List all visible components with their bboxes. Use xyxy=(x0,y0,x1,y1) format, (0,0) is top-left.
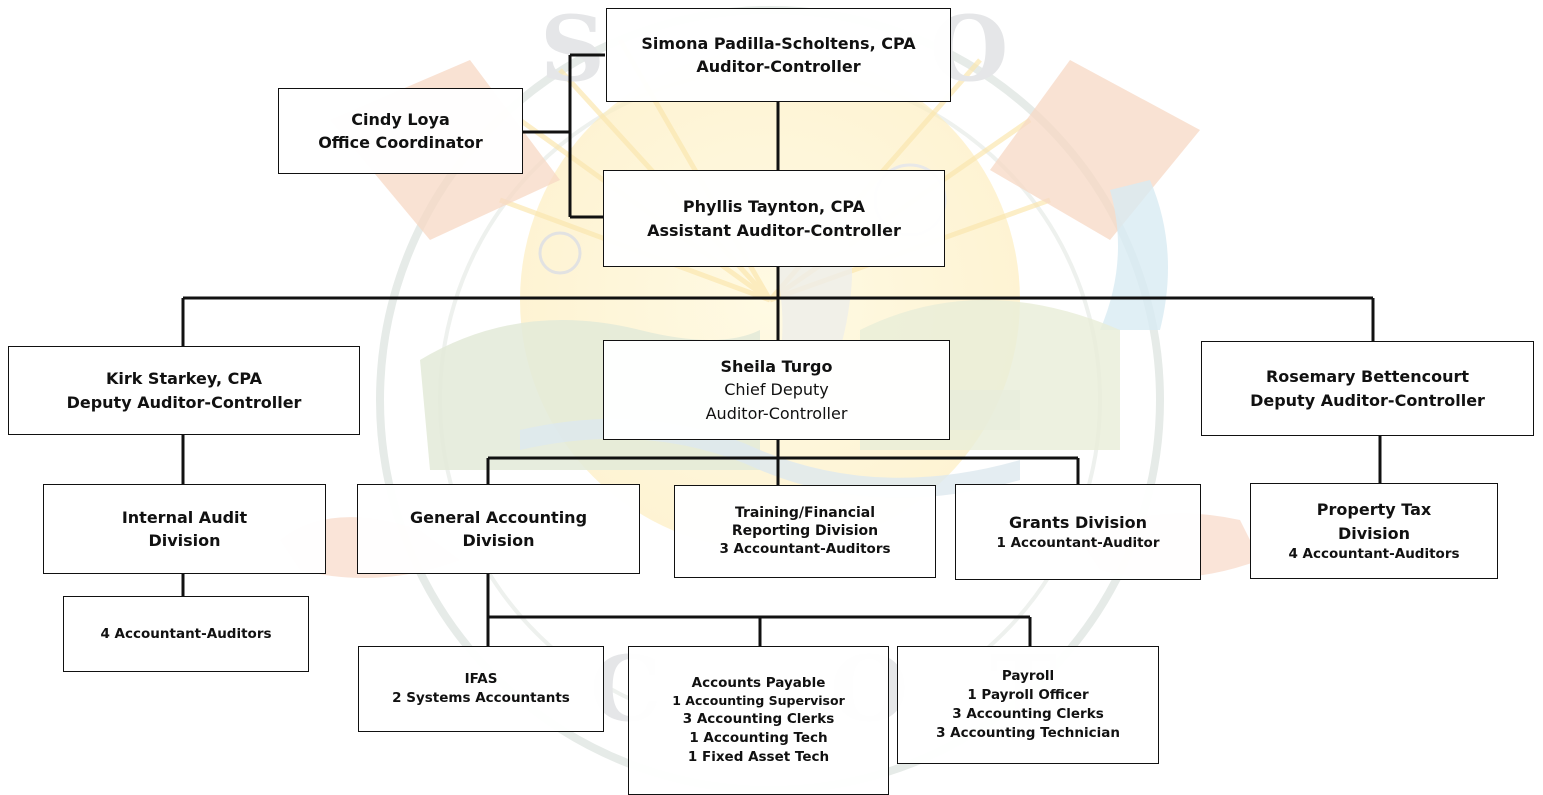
ifas-staff: 2 Systems Accountants xyxy=(392,690,570,706)
payroll-title: Payroll xyxy=(1001,668,1055,685)
chief-deputy-title1: Chief Deputy xyxy=(724,380,829,400)
auditor-controller-box: Simona Padilla-Scholtens, CPA Auditor-Co… xyxy=(606,8,951,102)
grants-division-box: Grants Division 1 Accountant-Auditor xyxy=(955,484,1201,580)
assistant-auditor-controller-box: Phyllis Taynton, CPA Assistant Auditor-C… xyxy=(603,170,945,267)
payroll-staff-2: 3 Accounting Clerks xyxy=(952,706,1104,722)
general-accounting-division-box: General Accounting Division xyxy=(357,484,640,574)
deputy-left-name: Kirk Starkey, CPA xyxy=(105,369,263,389)
chief-deputy-box: Sheila Turgo Chief Deputy Auditor-Contro… xyxy=(603,340,950,440)
office-coordinator-name: Cindy Loya xyxy=(351,109,450,129)
property-tax-division-box: Property Tax Division 4 Accountant-Audit… xyxy=(1250,483,1498,579)
deputy-left-title: Deputy Auditor-Controller xyxy=(66,392,302,412)
accounts-payable-box: Accounts Payable 1 Accounting Supervisor… xyxy=(628,646,889,795)
training-staff: 3 Accountant-Auditors xyxy=(719,541,891,558)
deputy-right-name: Rosemary Bettencourt xyxy=(1265,367,1470,387)
assistant-name: Phyllis Taynton, CPA xyxy=(682,197,866,217)
deputy-right-box: Rosemary Bettencourt Deputy Auditor-Cont… xyxy=(1201,341,1534,436)
accounts-payable-staff-2: 3 Accounting Clerks xyxy=(682,711,835,728)
training-division-box: Training/Financial Reporting Division 3 … xyxy=(674,485,936,578)
accounts-payable-staff-4: 1 Fixed Asset Tech xyxy=(687,748,830,765)
accounts-payable-staff-1: 1 Accounting Supervisor xyxy=(672,693,845,709)
internal-audit-staff-box: 4 Accountant-Auditors xyxy=(63,596,309,672)
payroll-staff-3: 3 Accounting Technician xyxy=(936,724,1120,741)
property-tax-line2: Division xyxy=(1337,523,1411,543)
grants-staff: 1 Accountant-Auditor xyxy=(996,535,1160,552)
payroll-box: Payroll 1 Payroll Officer 3 Accounting C… xyxy=(897,646,1159,764)
deputy-left-box: Kirk Starkey, CPA Deputy Auditor-Control… xyxy=(8,346,360,435)
accounts-payable-staff-3: 1 Accounting Tech xyxy=(689,729,828,746)
grants-line1: Grants Division xyxy=(1008,512,1148,532)
internal-audit-line1: Internal Audit xyxy=(121,507,248,527)
office-coordinator-box: Cindy Loya Office Coordinator xyxy=(278,88,523,174)
property-tax-line1: Property Tax xyxy=(1316,500,1432,520)
training-line2: Reporting Division xyxy=(731,523,879,540)
chief-deputy-name: Sheila Turgo xyxy=(720,357,833,377)
deputy-right-title: Deputy Auditor-Controller xyxy=(1250,390,1485,410)
ifas-box: IFAS 2 Systems Accountants xyxy=(358,646,604,732)
ifas-title: IFAS xyxy=(464,671,498,688)
internal-audit-line2: Division xyxy=(148,531,221,550)
chief-deputy-title2: Auditor-Controller xyxy=(705,403,848,423)
office-coordinator-title: Office Coordinator xyxy=(318,133,483,152)
internal-audit-staff: 4 Accountant-Auditors xyxy=(100,625,272,642)
general-accounting-line2: Division xyxy=(462,531,535,550)
property-tax-staff: 4 Accountant-Auditors xyxy=(1288,545,1460,562)
internal-audit-division-box: Internal Audit Division xyxy=(43,484,326,574)
general-accounting-line1: General Accounting xyxy=(409,507,588,527)
auditor-controller-name: Simona Padilla-Scholtens, CPA xyxy=(641,33,916,53)
seal-letter: S xyxy=(540,0,605,102)
assistant-title: Assistant Auditor-Controller xyxy=(647,220,901,240)
training-line1: Training/Financial xyxy=(734,504,876,521)
accounts-payable-title: Accounts Payable xyxy=(691,675,826,692)
payroll-staff-1: 1 Payroll Officer xyxy=(967,687,1089,704)
auditor-controller-title: Auditor-Controller xyxy=(696,57,861,76)
